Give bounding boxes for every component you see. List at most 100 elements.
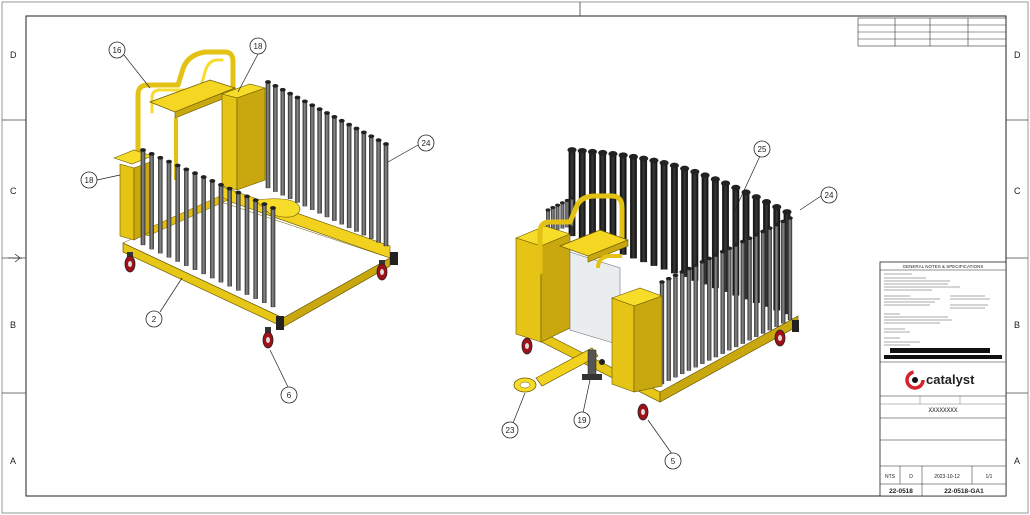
front-rod-loaded-cap [780,219,787,224]
balloon-24-left-label: 24 [422,139,431,148]
back-rod [302,101,308,207]
front-rod-loaded [740,241,745,344]
load-rod-cap [567,147,577,153]
front-rod-cap [148,151,155,156]
back-rod [287,93,293,200]
front-rod-loaded-cap [713,253,719,257]
frame-assembly-view [113,49,398,349]
balloon-18-left-label: 18 [85,176,94,185]
load-rod-cap [721,180,731,187]
balloon-25-label: 25 [758,145,767,154]
jack-foot [582,374,602,380]
back-rod [317,108,322,214]
balloon-6-label: 6 [287,391,292,400]
load-rod [630,156,637,259]
load-rod [660,162,668,270]
back-rod-cap [309,103,316,108]
size-value: D [909,474,913,480]
zone-label-right-c: C [1014,186,1021,196]
balloon-18-top: 18 [249,37,267,55]
back-rod [346,124,352,229]
load-rod-cap [639,155,649,162]
balloon-2-label: 2 [152,315,157,324]
back-rod [376,139,381,243]
front-rod-loaded-cap [699,259,706,264]
balloon-18-top-label: 18 [254,42,263,51]
back-rod [273,85,278,192]
back-rod-loaded-cap [569,196,575,200]
front-rod-loaded [754,234,759,337]
load-rod-cap [751,194,761,200]
front-rod-loaded [686,268,692,371]
balloon-19-label: 19 [578,416,587,425]
back-rod-cap [265,80,271,84]
rod-row-24 [265,80,389,247]
front-rod [210,180,215,279]
caster-wheels-right [521,320,799,421]
load-rod [670,165,678,274]
drawing-title: XXXXXXXX [929,407,958,414]
back-rod-loaded [555,205,560,230]
back-rod-cap [316,107,323,112]
loaded-bin-right-front [611,297,635,393]
zone-label-left-c: C [10,186,17,196]
back-rod-cap [331,114,338,119]
back-rod-loaded-cap [564,198,570,202]
front-rod-loaded [747,238,752,341]
callouts [96,53,822,455]
front-rod-loaded [693,265,698,368]
bin-18-left-top [113,149,153,165]
load-rod-cap [669,162,679,169]
front-rod-loaded [760,231,766,334]
back-rod-cap [279,87,286,92]
load-rod [650,160,658,266]
front-rod-cap [261,202,268,207]
front-rod-loaded-cap [733,243,739,247]
front-rod-loaded [720,251,725,354]
back-rod-cap [353,126,360,131]
front-rod-loaded-cap [686,266,692,271]
balloon-2: 2 [145,310,163,328]
redaction-bar-1 [890,348,990,353]
back-rod-cap [383,142,389,146]
front-rod-loaded-cap [760,229,766,234]
back-rod [280,89,285,196]
caster-wheels-left [124,252,398,349]
balloon-24-left: 24 [417,134,435,152]
front-rod-loaded [774,224,779,327]
front-rod-loaded-cap [679,270,686,274]
front-rod [262,203,267,304]
project-number: 22-0518 [889,488,913,495]
back-rod-loaded-cap [550,206,556,210]
loaded-tray-lip [587,239,629,263]
back-rod [383,143,389,247]
front-rod-loaded [680,271,685,375]
back-rod-cap [272,83,279,88]
back-rod-cap [375,138,382,143]
front-rod [158,157,163,254]
balloon-16-label: 16 [113,46,122,55]
front-rod-loaded-cap [726,246,733,251]
back-rod-cap [324,111,330,115]
balloon-6: 6 [280,386,298,404]
front-rod-loaded-cap [706,256,712,261]
front-rod-loaded [733,244,739,348]
back-rod-loaded-cap [559,201,565,205]
front-rod [270,207,276,308]
load-rod-cap [608,150,618,157]
inner-border [25,15,1007,497]
back-rod [309,105,315,210]
zone-label-left-d: D [10,50,17,60]
tow-bar [535,347,599,387]
loaded-bin-right-side [633,295,663,393]
load-rod-cap [680,165,690,172]
back-rod-loaded-cap [545,208,551,212]
front-rod-cap [270,206,276,210]
front-rod-cap [235,190,242,195]
front-rod-loaded [727,248,732,351]
load-rod [640,158,648,263]
back-rod-loaded-cap [555,203,561,207]
rod-row-front [140,148,276,308]
back-rod-cap [301,99,308,104]
